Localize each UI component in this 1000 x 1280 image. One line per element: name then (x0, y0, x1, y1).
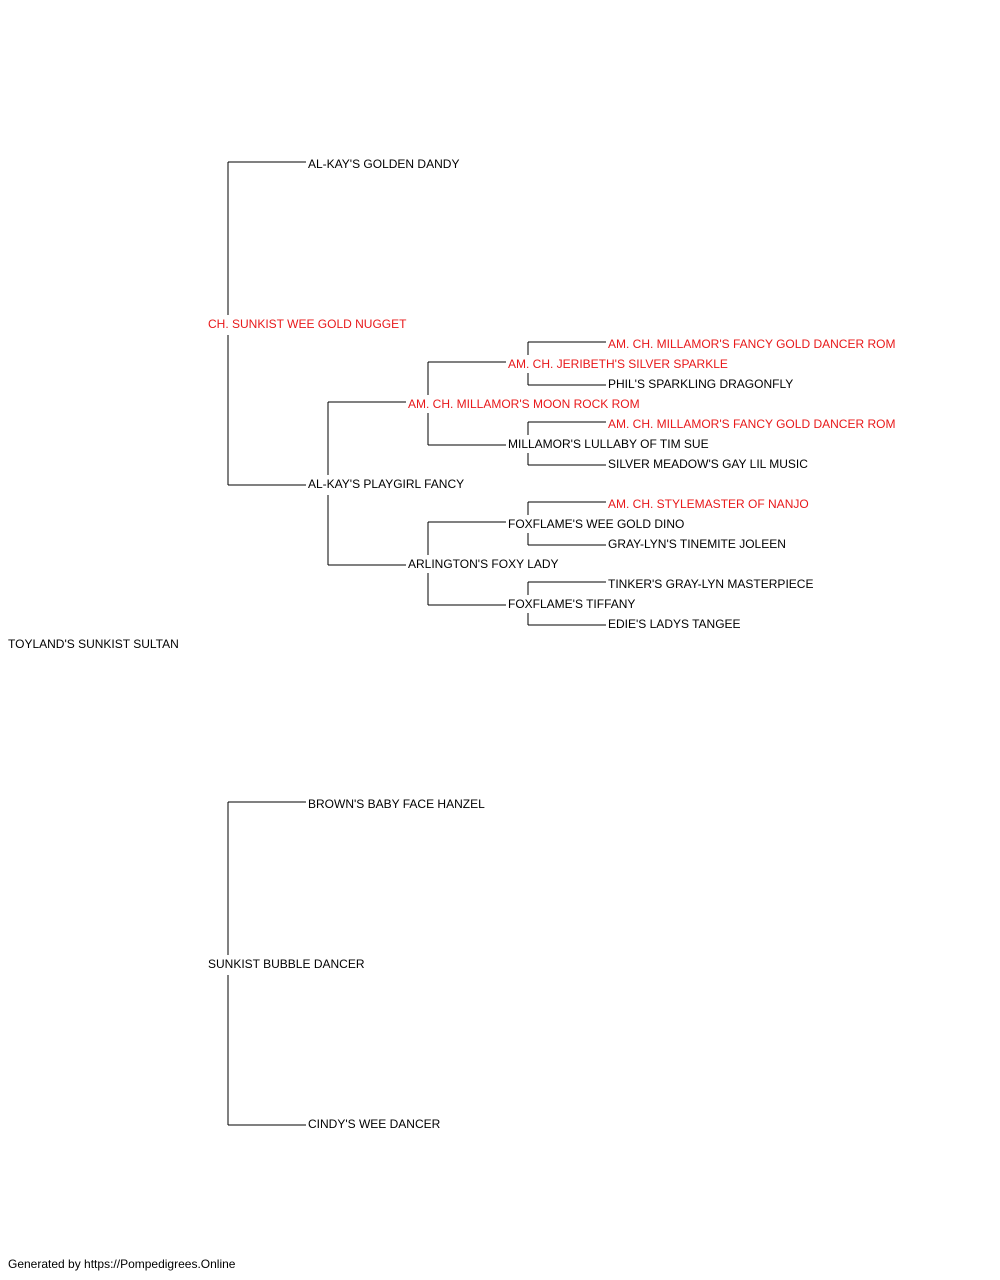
dam-name[interactable]: SUNKIST BUBBLE DANCER (208, 957, 365, 971)
connector-sire (227, 161, 306, 486)
sire-sire-name[interactable]: AL-KAY'S GOLDEN DANDY (308, 157, 460, 171)
generated-by-footer[interactable]: Generated by https://Pompedigrees.Online (8, 1257, 236, 1271)
sire-name[interactable]: CH. SUNKIST WEE GOLD NUGGET (208, 317, 407, 331)
sire-dam-sire-sire-dam-name[interactable]: PHIL'S SPARKLING DRAGONFLY (608, 377, 794, 391)
dam-dam-name[interactable]: CINDY'S WEE DANCER (308, 1117, 441, 1131)
connector-sire-dam-dam (427, 521, 506, 606)
sire-dam-sire-name[interactable]: AM. CH. MILLAMOR'S MOON ROCK ROM (408, 397, 640, 411)
sire-dam-sire-dam-dam-name[interactable]: SILVER MEADOW'S GAY LIL MUSIC (608, 457, 808, 471)
connector-sire-dam-sire (427, 361, 506, 446)
sire-dam-name[interactable]: AL-KAY'S PLAYGIRL FANCY (308, 477, 465, 491)
sire-dam-sire-sire-name[interactable]: AM. CH. JERIBETH'S SILVER SPARKLE (508, 357, 728, 371)
connector-sire-dam (327, 401, 406, 566)
sire-dam-dam-name[interactable]: ARLINGTON'S FOXY LADY (408, 557, 559, 571)
sire-dam-dam-dam-name[interactable]: FOXFLAME'S TIFFANY (508, 597, 636, 611)
connector-gen3-b (527, 421, 606, 466)
sire-dam-sire-dam-sire-name[interactable]: AM. CH. MILLAMOR'S FANCY GOLD DANCER ROM (608, 417, 896, 431)
connector-gen3-c (527, 501, 606, 546)
sire-dam-dam-dam-sire-name[interactable]: TINKER'S GRAY-LYN MASTERPIECE (608, 577, 814, 591)
sire-dam-dam-sire-name[interactable]: FOXFLAME'S WEE GOLD DINO (508, 517, 685, 531)
sire-dam-dam-sire-sire-name[interactable]: AM. CH. STYLEMASTER OF NANJO (608, 497, 809, 511)
sire-dam-dam-sire-dam-name[interactable]: GRAY-LYN'S TINEMITE JOLEEN (608, 537, 786, 551)
subject-name: TOYLAND'S SUNKIST SULTAN (8, 637, 179, 651)
connector-gen3-a (527, 341, 606, 386)
sire-dam-sire-sire-sire-name[interactable]: AM. CH. MILLAMOR'S FANCY GOLD DANCER ROM (608, 337, 896, 351)
connector-dam (227, 801, 306, 1126)
connector-gen3-d (527, 581, 606, 626)
dam-sire-name[interactable]: BROWN'S BABY FACE HANZEL (308, 797, 485, 811)
sire-dam-dam-dam-dam-name[interactable]: EDIE'S LADYS TANGEE (608, 617, 741, 631)
sire-dam-sire-dam-name[interactable]: MILLAMOR'S LULLABY OF TIM SUE (508, 437, 709, 451)
